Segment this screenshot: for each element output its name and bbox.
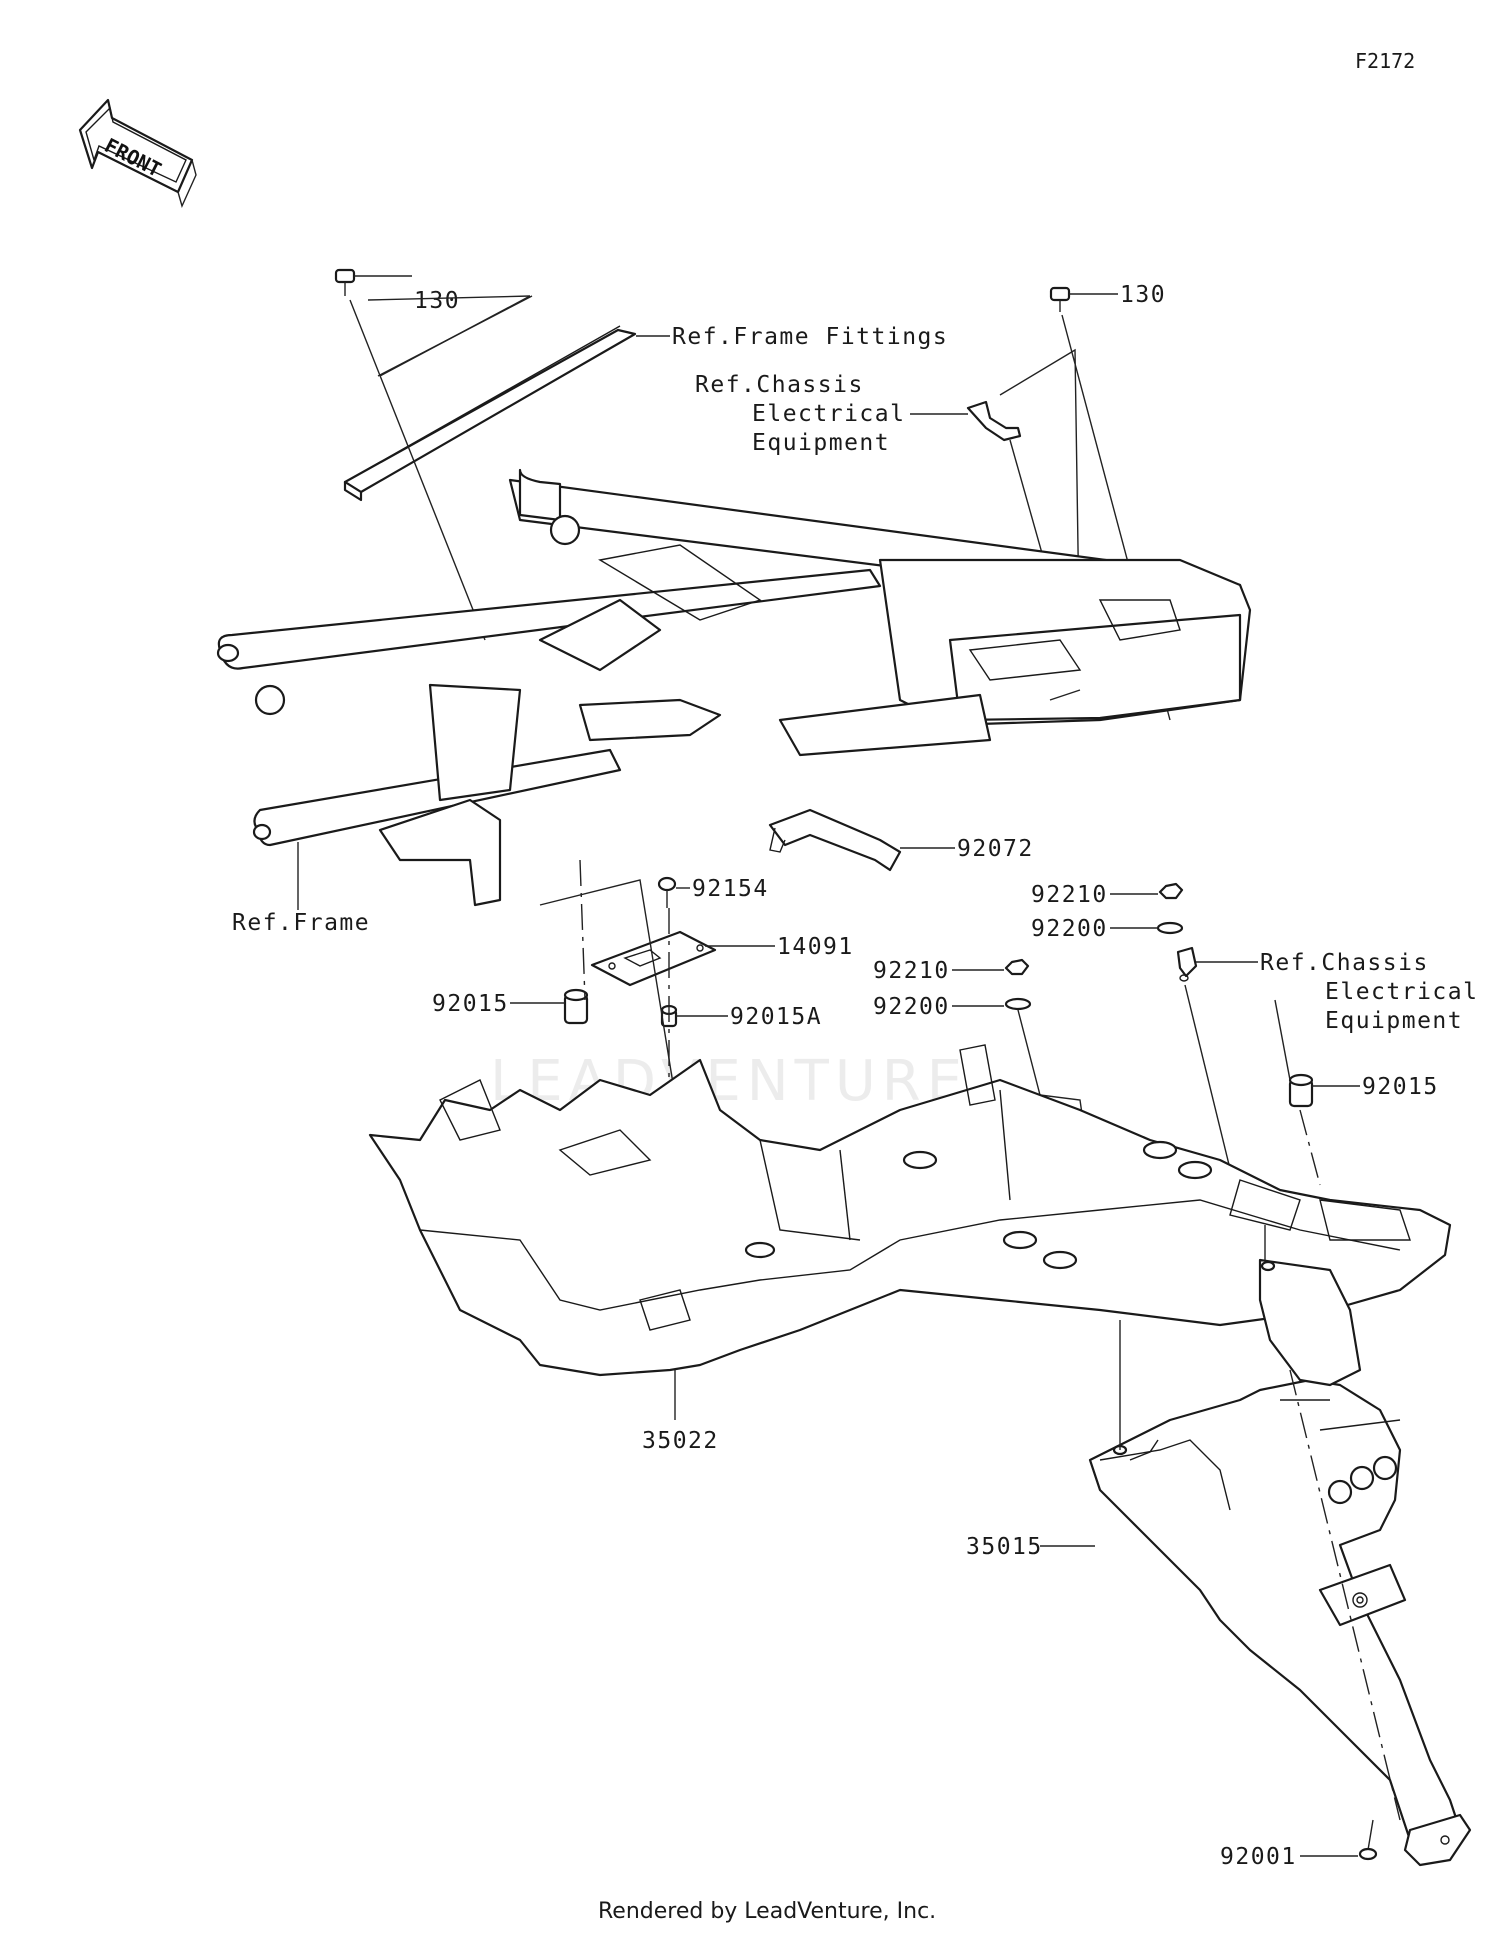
label-part-92200-upper: 92200: [1031, 916, 1108, 942]
label-ref-chassis-right: Ref.Chassis: [1260, 950, 1429, 976]
collar-92015-left: [563, 988, 589, 1025]
rear-subframe: [216, 468, 1252, 907]
frame-fitting-rail: [343, 325, 637, 502]
label-part-92210-lower: 92210: [873, 958, 950, 984]
harness-clip-right: [1176, 946, 1198, 982]
label-ref-chassis-top-3: Equipment: [752, 430, 890, 456]
label-ref-chassis-right-2: Electrical: [1325, 979, 1478, 1005]
diagram-code: F2172: [1355, 49, 1415, 73]
watermark: LEADVENTURE: [490, 1049, 968, 1114]
label-part-92210-upper: 92210: [1031, 882, 1108, 908]
plate-14091: [590, 930, 717, 987]
harness-clip-top: [966, 400, 1022, 442]
bolt-92001: [1358, 1819, 1378, 1861]
label-part-92001: 92001: [1220, 1844, 1297, 1870]
washer-92200-lower: [1004, 997, 1032, 1011]
bolt-130-left: [334, 268, 412, 296]
label-part-92200-lower: 92200: [873, 994, 950, 1020]
label-part-92015A: 92015A: [730, 1004, 822, 1030]
label-part-35015: 35015: [966, 1534, 1043, 1560]
label-ref-frame-fittings: Ref.Frame Fittings: [672, 324, 948, 350]
collar-92015-right: [1288, 1073, 1314, 1108]
label-bolt-130-right: 130: [1120, 282, 1166, 308]
front-arrow-icon: FRONT: [78, 98, 197, 209]
label-ref-frame: Ref.Frame: [232, 910, 370, 936]
label-ref-chassis-top: Ref.Chassis: [695, 372, 864, 398]
label-part-92072: 92072: [957, 836, 1034, 862]
washer-92200-upper: [1156, 921, 1184, 935]
label-part-92015-left: 92015: [432, 991, 509, 1017]
label-part-14091: 14091: [777, 934, 854, 960]
bolt-130-right: [1049, 286, 1118, 312]
label-bolt-130-left: 130: [414, 288, 460, 314]
footer-credit: Rendered by LeadVenture, Inc.: [598, 1899, 936, 1924]
screw-92154: [657, 876, 677, 908]
label-part-35022: 35022: [642, 1428, 719, 1454]
undertray-35022: [368, 1044, 1452, 1377]
label-ref-chassis-right-3: Equipment: [1325, 1008, 1463, 1034]
label-ref-chassis-top-2: Electrical: [752, 401, 905, 427]
label-part-92015-right: 92015: [1362, 1074, 1439, 1100]
bracket-92072: [768, 808, 902, 872]
nut-92210-upper: [1158, 882, 1184, 900]
nut-92210-lower: [1004, 958, 1030, 976]
rear-fender-35015: [1088, 1258, 1472, 1867]
label-part-92154: 92154: [692, 876, 769, 902]
